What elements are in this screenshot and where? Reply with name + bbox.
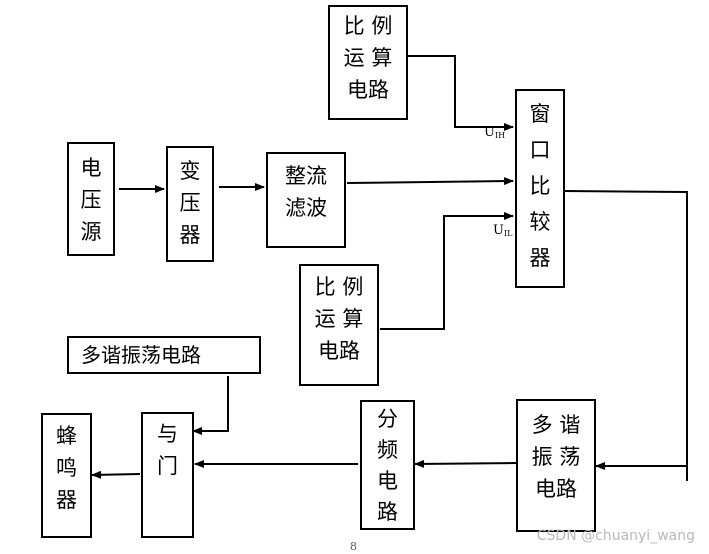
multivibrator-bottom-block [516, 399, 596, 532]
arrow-ratio-top-to-comparator [408, 55, 514, 131]
and-gate-label: 与 门 [157, 422, 178, 478]
rectifier-filter-label: 整流 滤波 [285, 164, 327, 220]
upper-threshold-label: UIH [484, 126, 505, 143]
page-number: 8 [350, 540, 357, 553]
multivibrator-top-label: 多谐振荡电路 [81, 343, 201, 367]
multivibrator-bottom-label: 多 谐 振 荡 电路 [531, 413, 581, 501]
arrow-multivibrator-to-divider [414, 459, 517, 468]
buzzer-label: 蜂 鸣 器 [56, 424, 77, 512]
ratio-circuit-bottom-block [299, 264, 379, 386]
frequency-divider-label: 分 频 电 路 [377, 407, 398, 524]
lower-threshold-sub: IL [503, 229, 513, 238]
ratio-circuit-top-block [328, 5, 408, 120]
ratio-circuit-top-label: 比 例 运 算 电路 [343, 14, 393, 102]
arrow-ratio-bottom-to-comparator [380, 212, 514, 330]
buzzer-block [41, 413, 92, 538]
line-comparator-output [564, 190, 688, 481]
window-comparator-label: 窗 口 比 较 器 [529, 102, 551, 270]
and-gate-block [141, 412, 194, 538]
window-comparator-block [515, 89, 565, 288]
arrow-rectifier-to-comparator [346, 177, 514, 186]
power-supply-label: 电 压 源 [80, 156, 102, 244]
arrow-multivibrator-top-to-and-gate [192, 376, 229, 435]
lower-threshold-main: U [493, 223, 504, 238]
transformer-block [166, 146, 214, 262]
upper-threshold-main: U [484, 125, 495, 140]
lower-threshold-label: UIL [493, 224, 512, 241]
rectifier-filter-block [266, 152, 346, 248]
transformer-label: 变 压 器 [179, 159, 201, 247]
watermark: CSDN @chuanyi_wang [536, 528, 695, 544]
power-supply-block [67, 142, 115, 256]
arrow-and-gate-to-buzzer [91, 470, 141, 479]
multivibrator-top-block [67, 336, 261, 374]
ratio-circuit-bottom-label: 比 例 运 算 电路 [314, 275, 364, 363]
upper-threshold-sub: IH [494, 131, 506, 140]
frequency-divider-block [360, 400, 415, 530]
